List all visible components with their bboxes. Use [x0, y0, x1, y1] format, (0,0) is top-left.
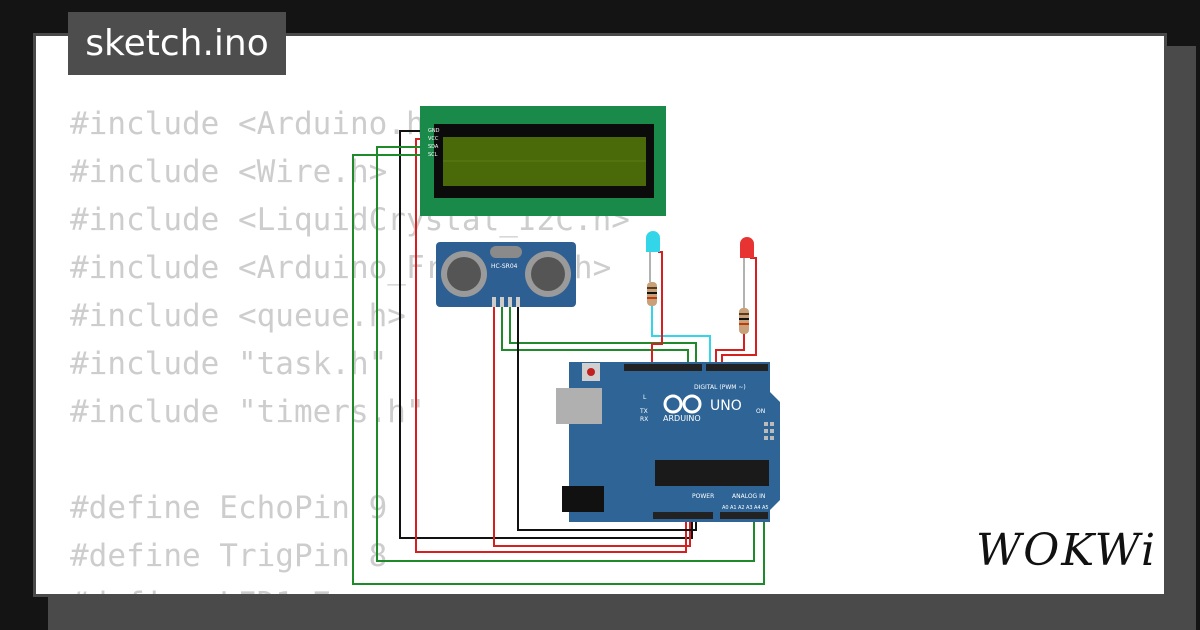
analog-header	[720, 512, 768, 519]
wires	[352, 130, 765, 585]
analog-pin-a3: A3	[746, 505, 753, 511]
analog-pin-a5: A5	[762, 505, 769, 511]
digital-header-left	[624, 364, 702, 371]
analog-pin-a0: A0	[722, 505, 729, 511]
sensor-model-label: HC-SR04	[491, 263, 518, 270]
icsp-header	[764, 422, 774, 440]
file-tab-label: sketch.ino	[85, 23, 269, 64]
on-label: ON	[756, 408, 765, 415]
lcd-pin-sda: SDA	[428, 144, 439, 150]
analog-pin-a2: A2	[738, 505, 745, 511]
arduino-model-label: UNO	[710, 398, 742, 414]
tx-label: TX	[639, 408, 648, 415]
analog-label: ANALOG IN	[732, 493, 765, 500]
resistor-cyan[interactable]	[647, 282, 657, 306]
analog-pin-a4: A4	[754, 505, 761, 511]
led-cyan[interactable]	[646, 231, 660, 282]
microcontroller-chip	[655, 460, 769, 486]
wire-led-cyan-gnd[interactable]	[651, 251, 663, 364]
code-line: #include <Wire.h>	[70, 154, 388, 190]
lcd-pin-gnd: GND	[428, 128, 440, 134]
wire-led-red-gnd[interactable]	[721, 257, 757, 364]
power-label: POWER	[692, 493, 714, 500]
wokwi-logo: WOKWi	[976, 526, 1155, 576]
arduino-uno-board[interactable]: DIGITAL (PWM ~) ARDUINO UNO ON L TX RX P…	[556, 362, 780, 522]
rx-label: RX	[640, 416, 648, 423]
code-line: #include "task.h"	[70, 346, 388, 382]
digital-label: DIGITAL (PWM ~)	[694, 384, 746, 391]
code-line: #define EchoPin 9	[70, 490, 388, 526]
file-tab[interactable]: sketch.ino	[68, 12, 286, 75]
led-red[interactable]	[740, 237, 754, 308]
wire-led-red[interactable]	[715, 334, 745, 364]
wire-lcd-scl[interactable]	[352, 154, 765, 585]
code-line: #define TrigPin 8	[70, 538, 388, 574]
wire-lcd-sda[interactable]	[376, 146, 755, 562]
wire-sensor-trig[interactable]	[501, 304, 689, 364]
lcd-module[interactable]: GND VCC SDA SCL	[420, 106, 666, 216]
usb-port	[556, 388, 602, 424]
lcd-pin-scl: SCL	[428, 152, 438, 158]
wokwi-logo-text: WOKWi	[976, 525, 1158, 576]
analog-pin-a1: A1	[730, 505, 737, 511]
code-line: #include <Arduino.h>	[70, 106, 444, 142]
power-header	[653, 512, 713, 519]
digital-header-right	[706, 364, 768, 371]
power-jack	[562, 486, 604, 512]
ultrasonic-sensor[interactable]: HC-SR04	[436, 242, 576, 307]
wire-lcd-vcc[interactable]	[415, 138, 687, 553]
arduino-logo-icon	[663, 394, 702, 414]
arduino-brand-label: ARDUINO	[663, 414, 701, 423]
l-label: L	[643, 394, 647, 401]
lcd-pin-vcc: VCC	[428, 136, 439, 142]
wire-led-cyan[interactable]	[651, 305, 711, 364]
wire-sensor-echo[interactable]	[509, 304, 697, 364]
resistor-red[interactable]	[739, 308, 749, 334]
code-line: #define LED1 7	[70, 580, 630, 594]
code-line: #include "timers.h"	[70, 394, 425, 430]
